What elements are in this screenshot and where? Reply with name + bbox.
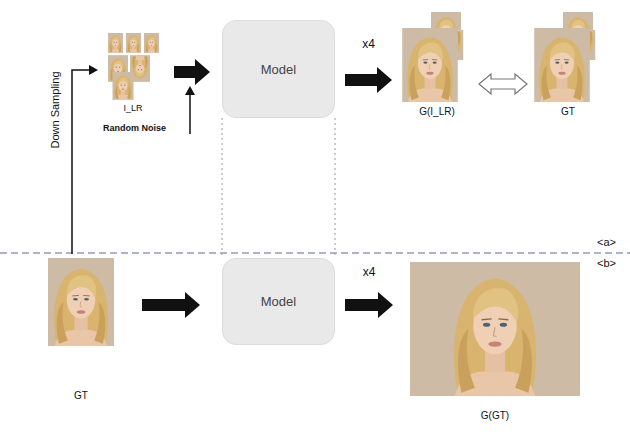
downsample-connector (72, 65, 98, 254)
ground-truth-faces (534, 12, 595, 102)
step-label: Down Sampling (49, 71, 61, 148)
annotation-label: <a> (597, 236, 616, 248)
image-group: G(I_LR) (398, 10, 476, 118)
image-group: G(GT) (405, 260, 585, 422)
image-group: GT (45, 256, 117, 402)
compare-arrow (479, 74, 527, 94)
model-label: Model (261, 62, 296, 77)
sr-face (445, 262, 546, 396)
block-arrow (142, 292, 200, 318)
model-label: Model (261, 294, 296, 309)
noise-arrow-head (185, 86, 195, 95)
annotation-label: <b> (597, 257, 616, 269)
gt-face (48, 258, 114, 346)
scale-label: x4 (363, 266, 376, 279)
image-caption: G(I_LR) (419, 106, 455, 118)
guide-line (335, 118, 336, 258)
image-caption: GT (561, 106, 575, 118)
block-arrow (174, 59, 210, 85)
output-faces (402, 12, 463, 102)
scale-label: x4 (362, 38, 375, 51)
block-arrow (345, 67, 392, 93)
low-res-faces (108, 33, 159, 100)
model-box: Model (222, 20, 335, 118)
sr-face-ground (410, 262, 580, 396)
image-caption: I_LR (123, 102, 142, 114)
image-caption: GT (74, 390, 88, 402)
connector-line (72, 70, 90, 254)
noise-arrow-line (189, 94, 191, 134)
image-group: I_LR (100, 30, 166, 114)
arrow-head (89, 65, 98, 75)
annotation-label: Random Noise (103, 124, 166, 134)
model-box: Model (222, 258, 335, 345)
guide-line (222, 118, 223, 258)
image-group: GT (530, 10, 606, 118)
block-arrow (345, 292, 393, 318)
image-caption: G(GT) (481, 410, 509, 422)
divider-line (0, 252, 630, 253)
